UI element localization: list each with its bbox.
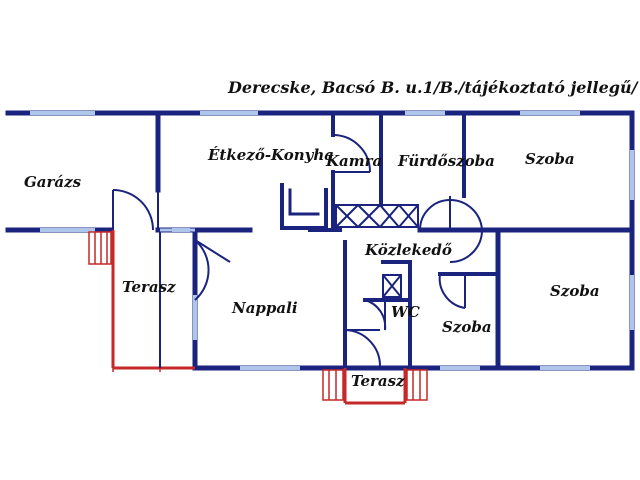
room-label-nappali: Nappali xyxy=(231,299,298,317)
room-label-szoba-top: Szoba xyxy=(525,150,575,168)
room-label-kamra: Kamra xyxy=(325,152,382,170)
room-label-terasz-bottom: Terasz xyxy=(351,372,405,390)
room-label-etkezo-konyha: Étkező-Konyha xyxy=(207,146,334,164)
room-label-furdoszoba: Fürdőszoba xyxy=(397,152,495,170)
left-terrace xyxy=(88,228,195,372)
bottom-terrace xyxy=(322,368,428,405)
room-labels: Garázs Étkező-Konyha Kamra Fürdőszoba Sz… xyxy=(24,146,600,390)
doors xyxy=(112,134,498,367)
room-label-wc: WC xyxy=(391,303,420,321)
room-label-szoba-right: Szoba xyxy=(550,282,600,300)
room-label-garazs: Garázs xyxy=(24,173,82,191)
room-label-szoba-mid: Szoba xyxy=(442,318,492,336)
windows xyxy=(30,111,634,370)
room-label-kozlekedo: Közlekedő xyxy=(364,241,452,259)
plan-title: Derecske, Bacsó B. u.1/B./tájékoztató je… xyxy=(227,78,640,97)
pantry-shelves xyxy=(335,204,419,298)
room-label-terasz-left: Terasz xyxy=(122,278,176,296)
